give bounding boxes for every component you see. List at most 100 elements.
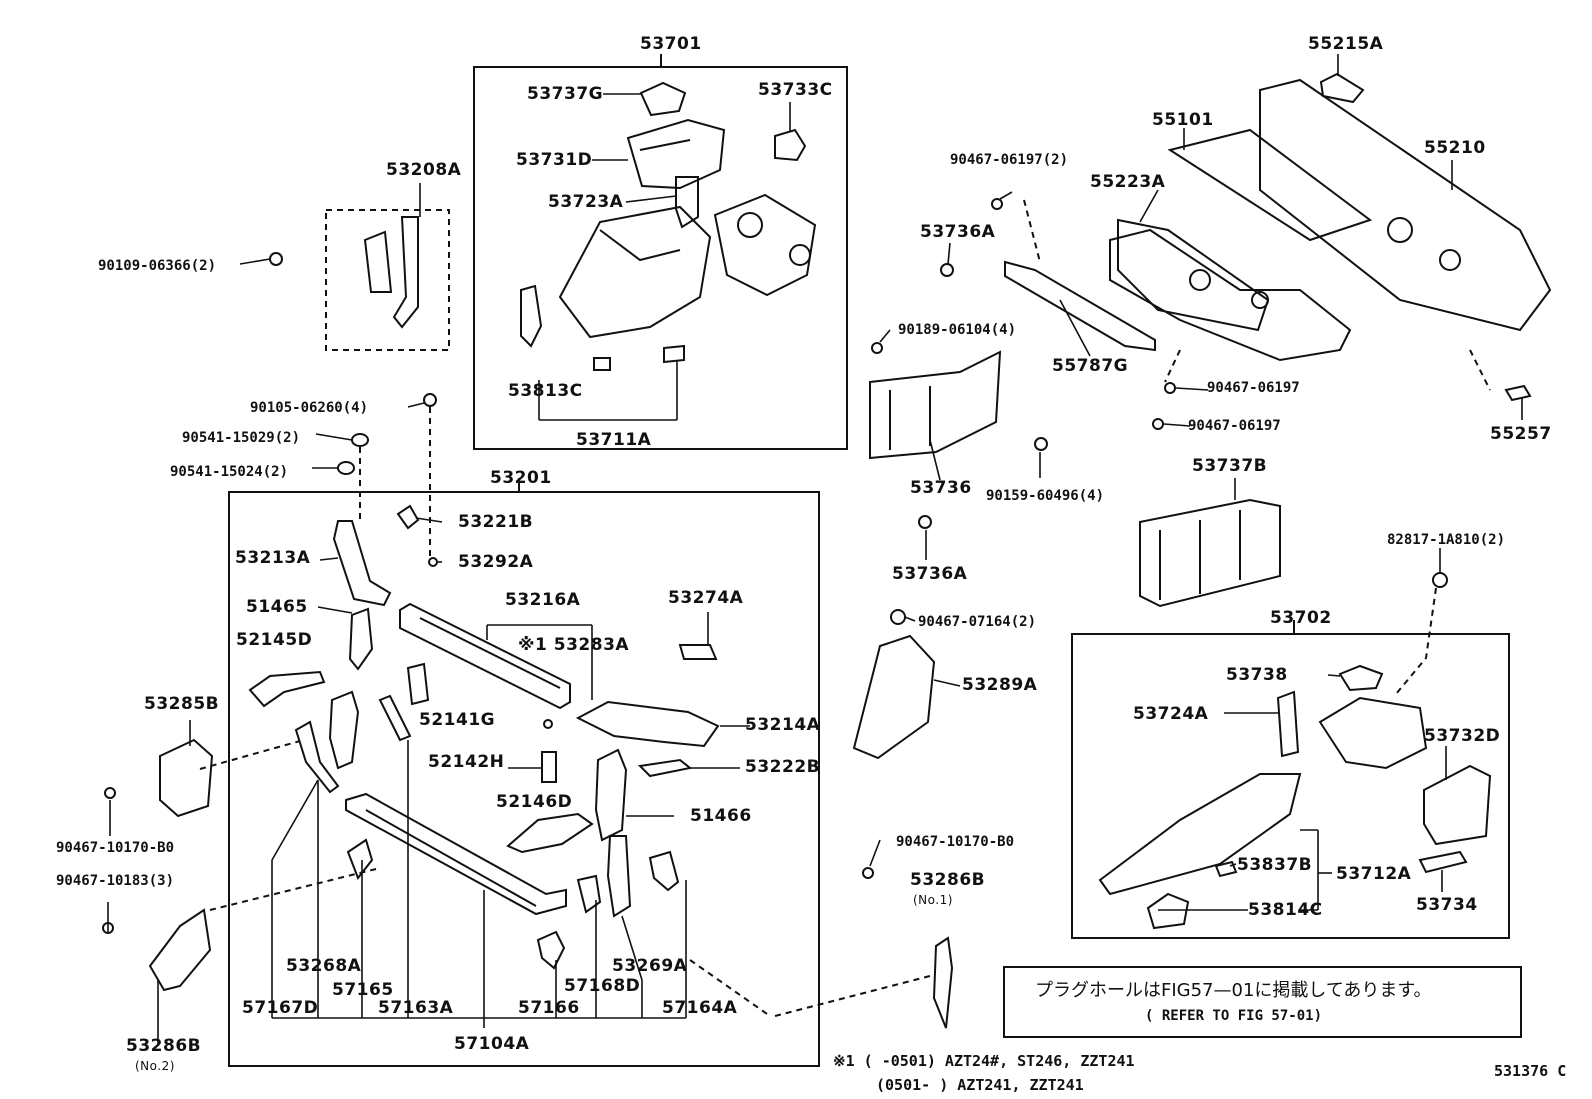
- label-90189: 90189-06104(4): [898, 322, 1017, 338]
- part-52142H: [541, 751, 557, 783]
- part-53813C: [520, 284, 543, 348]
- part-53711A: [558, 193, 817, 339]
- label-53269A: 53269A: [612, 956, 688, 976]
- label-53731D: 53731D: [516, 150, 593, 170]
- note-refer: ( REFER TO FIG 57-01): [1145, 1008, 1323, 1024]
- part-52145D: [248, 670, 326, 708]
- bolt-90467f: [1152, 418, 1164, 430]
- label-53733C: 53733C: [758, 80, 833, 100]
- label-90467d: 90467-06197(2): [950, 152, 1069, 168]
- part-52141G: [406, 662, 430, 706]
- label-52142H: 52142H: [428, 752, 505, 772]
- part-53723A: [675, 176, 699, 229]
- part-53737B: [1139, 498, 1281, 608]
- footnote-line1: ※1 ( -0501) AZT24#, ST246, ZZT241: [833, 1052, 1135, 1070]
- label-52141G: 52141G: [419, 710, 496, 730]
- label-53274A: 53274A: [668, 588, 744, 608]
- part-57166: [536, 930, 566, 970]
- bolt-90467c: [862, 867, 874, 879]
- part-51465: [348, 607, 374, 671]
- part-53208A: [363, 216, 419, 329]
- bolt-90159: [1034, 437, 1048, 451]
- label-53213A: 53213A: [235, 548, 311, 568]
- label-57166: 57166: [518, 998, 580, 1018]
- label-53201: 53201: [490, 468, 552, 488]
- part-53731D: [626, 118, 726, 190]
- label-no2: (No.2): [135, 1059, 175, 1073]
- label-53286B-no2: 53286B: [126, 1036, 202, 1056]
- nut-82817: [1432, 572, 1448, 588]
- part-55215A: [1319, 72, 1365, 104]
- label-53268A: 53268A: [286, 956, 362, 976]
- bracket-53208A: [325, 209, 450, 351]
- figure-code: 531376 C: [1494, 1062, 1567, 1080]
- label-53214A: 53214A: [745, 715, 821, 735]
- part-53221B: [396, 504, 420, 530]
- label-53285B: 53285B: [144, 694, 220, 714]
- label-53283A: ※1 53283A: [518, 635, 630, 655]
- label-90467f: 90467-06197: [1188, 418, 1281, 434]
- part-53837B: [1214, 860, 1238, 878]
- label-55101: 55101: [1152, 110, 1214, 130]
- part-53733C: [774, 128, 807, 162]
- part-53286B-no1: [932, 936, 954, 1029]
- part-53286B-no2: [148, 908, 212, 992]
- part-53268A: [328, 690, 360, 770]
- label-53813C: 53813C: [508, 381, 583, 401]
- part-53734: [1418, 850, 1468, 874]
- label-57163A: 57163A: [378, 998, 454, 1018]
- label-53732D: 53732D: [1424, 726, 1501, 746]
- part-53702-apron: [1098, 696, 1428, 896]
- label-53712A: 53712A: [1336, 864, 1412, 884]
- part-55257: [1504, 384, 1532, 402]
- bolt-90467d: [991, 198, 1003, 210]
- label-90467a: 90467-10170-B0: [56, 840, 175, 856]
- label-53222B: 53222B: [745, 757, 821, 777]
- clip-90467g: [890, 609, 906, 625]
- label-90541b: 90541-15024(2): [170, 464, 289, 480]
- note-japanese: プラグホールはFIG57—01に掲載してあります。: [1035, 980, 1432, 1001]
- label-53711A: 53711A: [576, 430, 652, 450]
- label-57167D: 57167D: [242, 998, 319, 1018]
- label-53723A: 53723A: [548, 192, 624, 212]
- part-55101: [1109, 228, 1352, 362]
- label-57165: 57165: [332, 980, 394, 1000]
- label-53837B: 53837B: [1237, 855, 1313, 875]
- group-box-53702: [1071, 633, 1510, 939]
- part-55223A: [1117, 218, 1270, 332]
- part-53214A: [575, 700, 720, 748]
- label-90467b: 90467-10183(3): [56, 873, 175, 889]
- label-no1: (No.1): [913, 893, 953, 907]
- part-53269A: [606, 835, 632, 918]
- label-53738: 53738: [1226, 665, 1288, 685]
- part-53274A: [678, 644, 718, 660]
- label-53724A: 53724A: [1133, 704, 1209, 724]
- cushion-90541a: [351, 433, 369, 447]
- label-82817: 82817-1A810(2): [1387, 532, 1506, 548]
- label-53736: 53736: [910, 478, 972, 498]
- label-90541a: 90541-15029(2): [182, 430, 301, 446]
- label-53736A-top: 53736A: [920, 222, 996, 242]
- label-52145D: 52145D: [236, 630, 313, 650]
- part-53222B: [637, 758, 693, 778]
- label-53737B: 53737B: [1192, 456, 1268, 476]
- part-57165: [378, 694, 412, 742]
- label-53734: 53734: [1416, 895, 1478, 915]
- part-53737G: [639, 81, 687, 117]
- label-53208A: 53208A: [386, 160, 462, 180]
- nut-53736A-b: [918, 515, 932, 529]
- part-52146D: [506, 812, 594, 854]
- label-53736A-bottom: 53736A: [892, 564, 968, 584]
- label-90467e: 90467-06197: [1207, 380, 1300, 396]
- label-53221B: 53221B: [458, 512, 534, 532]
- label-52146D: 52146D: [496, 792, 573, 812]
- label-53216A: 53216A: [505, 590, 581, 610]
- part-53285B-bracket: [294, 720, 340, 794]
- part-55787G: [1004, 260, 1156, 352]
- part-57104A: [345, 792, 567, 916]
- label-57168D: 57168D: [564, 976, 641, 996]
- label-55787G: 55787G: [1052, 356, 1129, 376]
- footnote-line2: (0501- ) AZT241, ZZT241: [876, 1076, 1084, 1094]
- bolt-90109: [269, 252, 283, 266]
